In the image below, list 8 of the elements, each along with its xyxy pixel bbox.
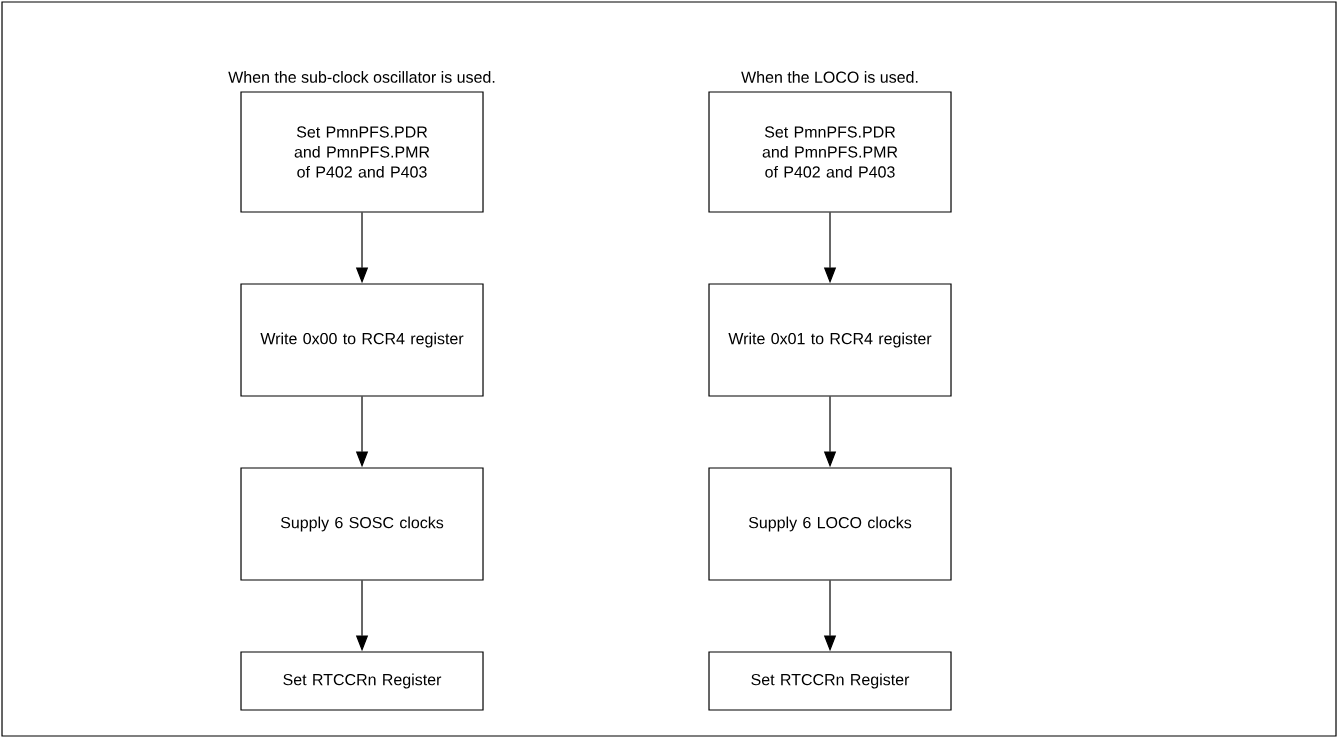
process-box: Set PmnPFS.PDR and PmnPFS.PMR of P402 and P403: [708, 91, 952, 213]
process-box: Set RTCCRn Register: [708, 651, 952, 711]
process-box: Supply 6 SOSC clocks: [240, 467, 484, 581]
process-box: Supply 6 LOCO clocks: [708, 467, 952, 581]
process-box: Write 0x00 to RCR4 register: [240, 283, 484, 397]
process-box: Set RTCCRn Register: [240, 651, 484, 711]
process-box: Write 0x01 to RCR4 register: [708, 283, 952, 397]
process-box: Set PmnPFS.PDR and PmnPFS.PMR of P402 and P403: [240, 91, 484, 213]
